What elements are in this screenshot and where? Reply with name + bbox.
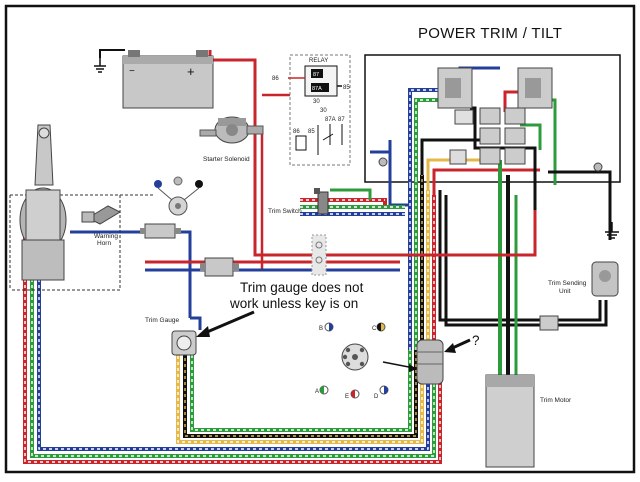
relay-schem-30: 30 — [320, 108, 327, 114]
trim-pump-solenoids — [378, 67, 603, 172]
warning-horn-label-2: Horn — [97, 240, 111, 247]
trim-gauge: Trim Gauge — [145, 317, 197, 356]
relay-schem-87: 87 — [338, 117, 345, 123]
harness-vertical-main — [408, 175, 436, 350]
annotation-line-2: work unless key is on — [229, 296, 358, 311]
ground-icon — [605, 222, 619, 239]
harness-inline-connector — [416, 339, 444, 385]
connector-pin-d: D — [374, 394, 379, 400]
battery-ground-icon — [94, 58, 106, 73]
relay-pin-30: 30 — [313, 99, 320, 105]
harness-connector-face: B C A E D — [315, 322, 389, 400]
horn-connector — [140, 223, 181, 239]
connector-pin-c: C — [372, 326, 377, 332]
arrow-connector-face — [382, 361, 415, 369]
trim-switch: Trim Switch — [268, 188, 329, 215]
battery-minus-label: − — [129, 66, 135, 77]
inline-connector — [200, 257, 239, 277]
trim-sending-unit-label-1: Trim Sending — [548, 280, 587, 287]
blue-key-wires — [70, 230, 400, 330]
harness-gauge — [176, 350, 424, 444]
throttle-lever — [19, 124, 67, 281]
connector-pin-a: A — [315, 389, 319, 395]
red-line-connector — [311, 234, 327, 276]
trim-switch-label: Trim Switch — [268, 208, 302, 215]
battery-plus-label: + — [187, 64, 195, 79]
starter-solenoid: Starter Solenoid — [199, 116, 264, 163]
relay-schem-87a: 87A — [325, 117, 336, 123]
relay-schem-85: 85 — [308, 129, 315, 135]
diagram-title: POWER TRIM / TILT — [418, 25, 562, 42]
trim-motor: Trim Motor — [485, 374, 572, 468]
trim-pump-housing — [364, 54, 621, 183]
relay-pin-87: 87 — [313, 72, 319, 78]
annotation-line-1: Trim gauge does not — [240, 280, 364, 295]
key-switch-icon — [154, 176, 203, 216]
relay-pin-87a: 87A — [312, 86, 322, 92]
relay: RELAY 87 87A 30 86 85 86 85 87A 87 30 — [272, 54, 351, 166]
relay-pin-86: 86 — [272, 76, 279, 82]
relay-schem-86: 86 — [293, 129, 300, 135]
diagram-border — [4, 4, 636, 474]
annotation-question: ? — [472, 333, 480, 348]
trim-sending-unit: Trim Sending Unit — [539, 261, 619, 331]
relay-pin-85: 85 — [343, 85, 350, 91]
arrow-to-gauge — [199, 310, 255, 337]
warning-horn-label-1: Warning — [94, 233, 118, 240]
control-box-outline — [10, 194, 121, 291]
warning-horn: Warning Horn — [81, 205, 122, 247]
connector-pin-e: E — [345, 394, 349, 400]
trim-motor-label: Trim Motor — [540, 397, 572, 404]
trim-motor-wiring — [498, 160, 518, 378]
trim-sending-unit-label-2: Unit — [559, 288, 571, 295]
harness-bundle-left — [23, 225, 442, 464]
connector-pin-b: B — [319, 326, 323, 332]
battery: − + — [122, 50, 214, 109]
trim-gauge-label: Trim Gauge — [145, 317, 179, 324]
relay-title: RELAY — [309, 58, 328, 64]
starter-solenoid-label: Starter Solenoid — [203, 156, 250, 163]
sending-unit-wiring — [438, 190, 608, 327]
annotation-group: Trim gauge does not work unless key is o… — [196, 280, 480, 372]
